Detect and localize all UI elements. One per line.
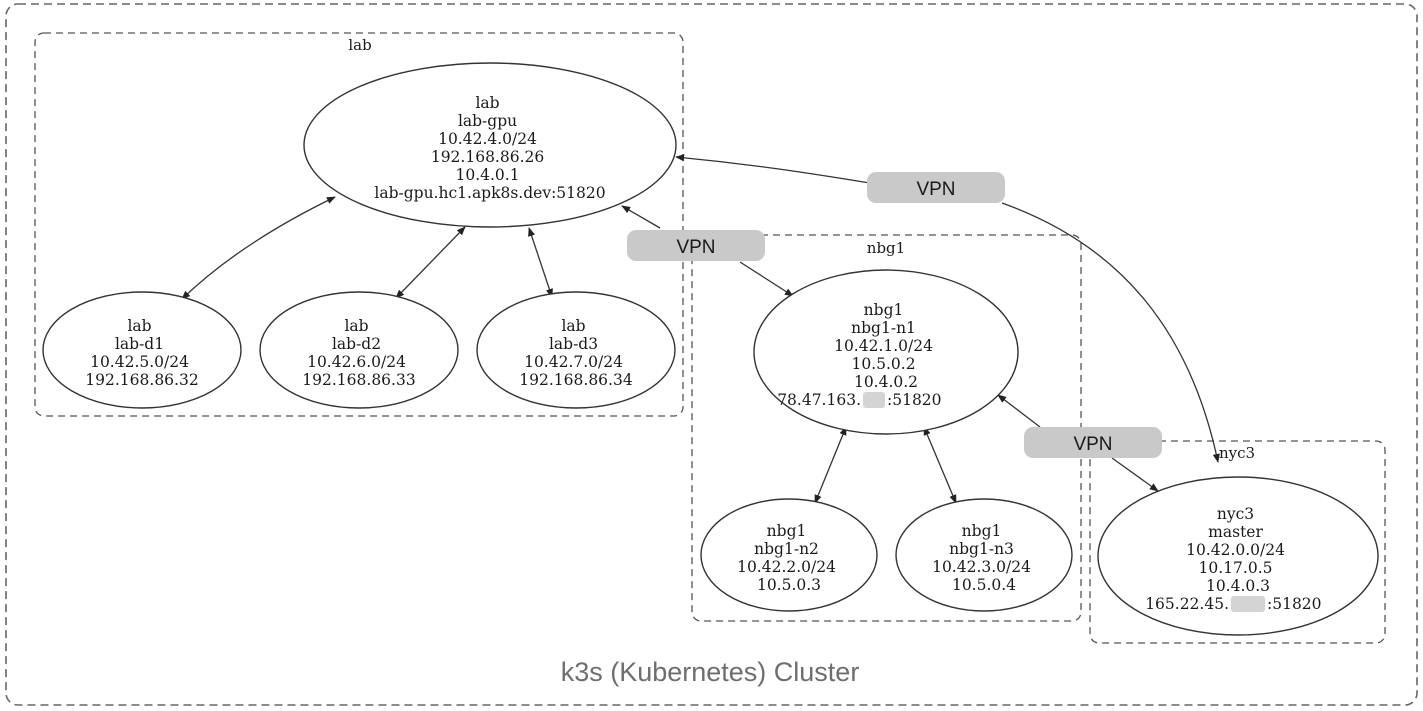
group-box-nyc3 xyxy=(1089,440,1386,644)
node-label: nbg1 nbg1-n3 10.42.3.0/24 10.5.0.4 xyxy=(932,522,1036,594)
node-label: nyc3 master 10.42.0.0/24 10.17.0.5 10.4.… xyxy=(1186,505,1290,595)
node-nyc3-master: nyc3 master 10.42.0.0/24 10.17.0.5 10.4.… xyxy=(1097,476,1379,636)
cluster-title: k3s (Kubernetes) Cluster xyxy=(561,657,860,687)
redacted-octet xyxy=(863,392,885,408)
group-lab: lab xyxy=(34,32,684,417)
node-endpoint-prefix: 78.47.163. xyxy=(777,391,861,409)
edge-nbg1n1-nbg1n2 xyxy=(814,426,847,504)
node-endpoint-port: :51820 xyxy=(1267,595,1322,613)
node-label: nbg1 nbg1-n1 10.42.1.0/24 10.5.0.2 10.4.… xyxy=(834,301,938,391)
vpn-label-text: VPN xyxy=(916,179,955,200)
edge-labgpu-labd2 xyxy=(395,226,466,299)
edge-labgpu-labd3 xyxy=(528,227,553,298)
node-label: nbg1 nbg1-n2 10.42.2.0/24 10.5.0.3 xyxy=(737,522,841,594)
group-label-nyc3: nyc3 xyxy=(1219,444,1255,462)
cluster-boundary xyxy=(5,3,1418,706)
node-label: lab lab-d2 10.42.6.0/24 192.168.86.33 xyxy=(302,317,415,389)
vpn-label-middle: VPN xyxy=(627,230,765,261)
node-nbg1-n2: nbg1 nbg1-n2 10.42.2.0/24 10.5.0.3 xyxy=(700,498,878,612)
node-lab-gpu: lab lab-gpu 10.42.4.0/24 192.168.86.26 1… xyxy=(303,62,677,228)
vpn-label-text: VPN xyxy=(1073,434,1112,455)
node-endpoint-prefix: 165.22.45. xyxy=(1145,595,1229,613)
node-label: lab lab-d1 10.42.5.0/24 192.168.86.32 xyxy=(85,317,198,389)
edge-labgpu-nyc3 xyxy=(676,157,1218,462)
redacted-octet xyxy=(1231,596,1265,612)
vpn-label-bottom: VPN xyxy=(1024,427,1162,458)
node-label: lab lab-d3 10.42.7.0/24 192.168.86.34 xyxy=(519,317,633,389)
node-label: lab lab-gpu 10.42.4.0/24 192.168.86.26 1… xyxy=(374,94,605,202)
edge-labgpu-labd1 xyxy=(181,196,336,300)
node-lab-d3: lab lab-d3 10.42.7.0/24 192.168.86.34 xyxy=(476,291,676,409)
edge-nbg1n1-nbg1n3 xyxy=(923,426,957,504)
vpn-label-text: VPN xyxy=(676,237,715,258)
node-endpoint-port: :51820 xyxy=(887,391,942,409)
group-box-lab xyxy=(34,32,684,417)
node-lab-d1: lab lab-d1 10.42.5.0/24 192.168.86.32 xyxy=(42,291,242,409)
node-nbg1-n3: nbg1 nbg1-n3 10.42.3.0/24 10.5.0.4 xyxy=(895,498,1073,612)
edge-nbg1n1-nyc3 xyxy=(998,395,1158,491)
node-lab-d2: lab lab-d2 10.42.6.0/24 192.168.86.33 xyxy=(259,291,459,409)
group-label-nbg1: nbg1 xyxy=(867,239,905,257)
vpn-label-top: VPN xyxy=(867,172,1005,203)
node-nbg1-n1: nbg1 nbg1-n1 10.42.1.0/24 10.5.0.2 10.4.… xyxy=(753,269,1019,435)
group-nyc3: nyc3 xyxy=(1089,440,1386,644)
group-label-lab: lab xyxy=(348,36,371,54)
